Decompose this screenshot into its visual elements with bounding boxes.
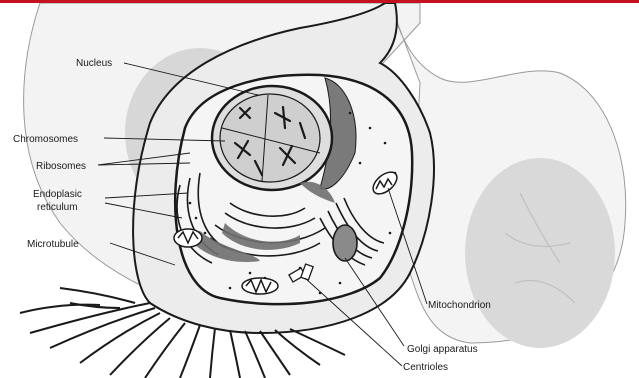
label-mitochondrion: Mitochondrion bbox=[428, 300, 491, 311]
label-centrioles: Centrioles bbox=[403, 362, 448, 373]
cell-diagram: Nucleus Chromosomes Ribosomes Endoplasic… bbox=[0, 3, 639, 378]
nucleus bbox=[212, 86, 332, 190]
label-golgi-apparatus: Golgi apparatus bbox=[407, 344, 478, 355]
label-endoplasmic-line2: reticulum bbox=[37, 202, 78, 213]
label-nucleus: Nucleus bbox=[76, 58, 112, 69]
label-endoplasmic-line1: Endoplasic bbox=[33, 189, 82, 200]
label-chromosomes: Chromosomes bbox=[13, 134, 78, 145]
label-ribosomes: Ribosomes bbox=[36, 161, 86, 172]
label-microtubule: Microtubule bbox=[27, 239, 79, 250]
